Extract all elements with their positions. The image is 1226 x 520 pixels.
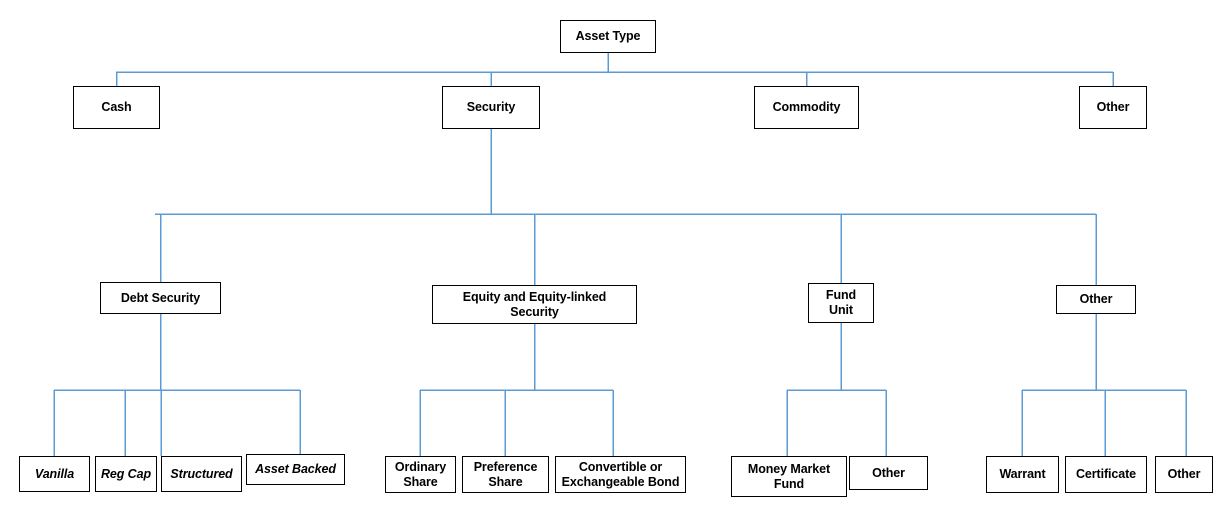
node-warrant[interactable]: Warrant xyxy=(986,456,1059,493)
node-label: Other xyxy=(1167,467,1201,482)
node-label: Convertible or Exchangeable Bond xyxy=(561,459,680,489)
node-label: Other xyxy=(1096,100,1130,115)
node-structured[interactable]: Structured xyxy=(161,456,242,492)
node-other-fund[interactable]: Other xyxy=(849,456,928,490)
node-ordinary-share[interactable]: Ordinary Share xyxy=(385,456,456,493)
node-label: Warrant xyxy=(999,467,1046,482)
node-fund-unit[interactable]: Fund Unit xyxy=(808,283,874,323)
node-label: Other xyxy=(872,465,905,480)
node-label: Equity and Equity-linked Security xyxy=(462,289,607,319)
node-label: Asset Backed xyxy=(255,462,336,477)
node-label: Security xyxy=(466,100,516,115)
node-label: Money Market Fund xyxy=(747,461,831,491)
node-security[interactable]: Security xyxy=(442,86,540,129)
node-convertible-bond[interactable]: Convertible or Exchangeable Bond xyxy=(555,456,686,493)
node-asset-backed[interactable]: Asset Backed xyxy=(246,454,345,485)
node-other-leaf[interactable]: Other xyxy=(1155,456,1213,493)
node-debt-security[interactable]: Debt Security xyxy=(100,282,221,314)
node-label: Fund Unit xyxy=(825,288,857,317)
node-label: Structured xyxy=(170,466,233,481)
node-other-l2[interactable]: Other xyxy=(1079,86,1147,129)
node-label: Preference Share xyxy=(473,459,538,489)
node-commodity[interactable]: Commodity xyxy=(754,86,859,129)
node-cash[interactable]: Cash xyxy=(73,86,160,129)
node-reg-cap[interactable]: Reg Cap xyxy=(95,456,157,492)
node-vanilla[interactable]: Vanilla xyxy=(19,456,90,492)
node-certificate[interactable]: Certificate xyxy=(1065,456,1147,493)
node-money-market-fund[interactable]: Money Market Fund xyxy=(731,456,847,497)
node-label: Commodity xyxy=(772,100,841,115)
node-other-l3[interactable]: Other xyxy=(1056,285,1136,314)
node-label: Debt Security xyxy=(120,290,201,305)
node-label: Asset Type xyxy=(575,29,641,44)
node-label: Vanilla xyxy=(34,466,75,481)
node-label: Ordinary Share xyxy=(394,459,447,489)
node-preference-share[interactable]: Preference Share xyxy=(462,456,549,493)
node-label: Reg Cap xyxy=(100,466,151,481)
node-label: Cash xyxy=(101,100,132,115)
node-label: Other xyxy=(1079,292,1113,307)
node-equity-security[interactable]: Equity and Equity-linked Security xyxy=(432,285,637,324)
node-asset-type[interactable]: Asset Type xyxy=(560,20,656,53)
node-label: Certificate xyxy=(1075,467,1137,482)
